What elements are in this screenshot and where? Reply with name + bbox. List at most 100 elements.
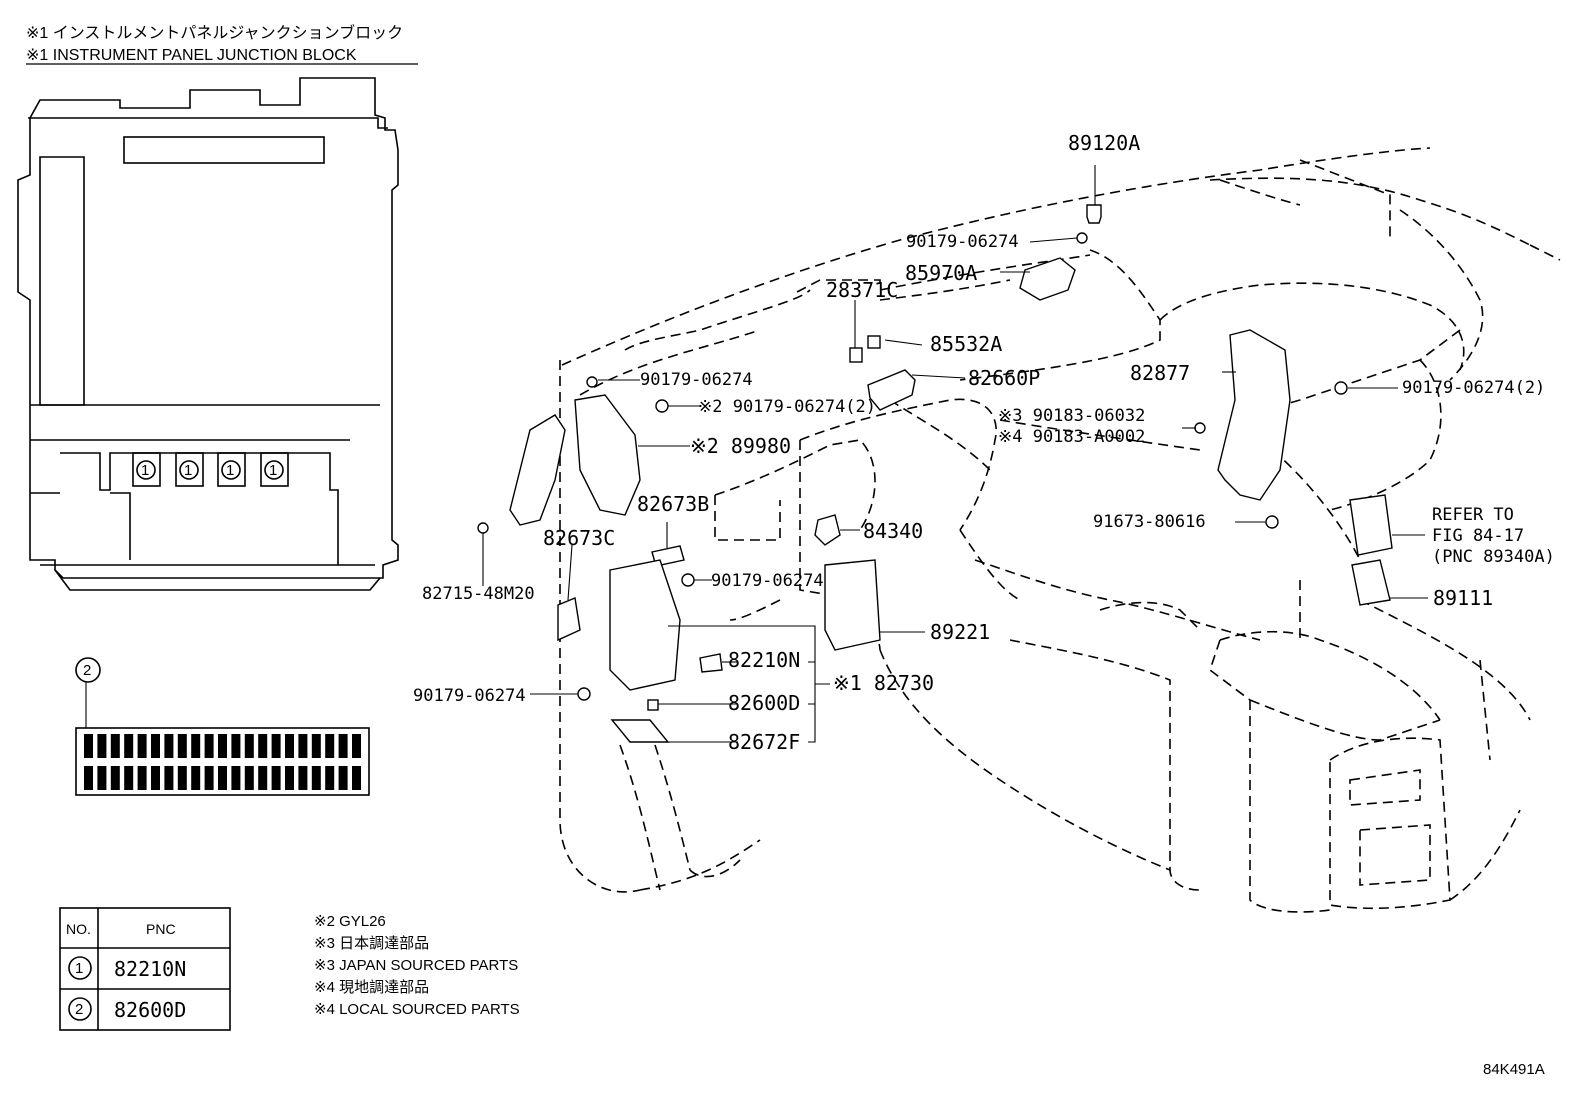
connector-pin bbox=[151, 734, 160, 758]
label-82715: 82715-48M20 bbox=[422, 584, 535, 604]
connector-pin bbox=[218, 766, 227, 790]
connector-pin bbox=[271, 734, 281, 758]
label-90179-left-top: 90179-06274 bbox=[640, 370, 753, 390]
connector-pin bbox=[231, 766, 241, 790]
connector-pin bbox=[311, 766, 321, 790]
label-90179-top: 90179-06274 bbox=[906, 232, 1019, 252]
connector-pin bbox=[204, 766, 214, 790]
label-refer-1: REFER TO bbox=[1432, 505, 1514, 525]
connector-pin bbox=[258, 734, 268, 758]
connector-pin bbox=[97, 766, 107, 790]
part-82730-shape bbox=[609, 559, 681, 691]
connector-pin bbox=[124, 766, 134, 790]
connector-pin bbox=[338, 766, 348, 790]
fuse-mark-3: 1 bbox=[226, 462, 234, 479]
connector-pin bbox=[137, 734, 147, 758]
label-84340: 84340 bbox=[863, 519, 923, 543]
part-89340A-shape bbox=[1349, 494, 1393, 556]
connector-pin bbox=[110, 766, 120, 790]
label-90179-mid: 90179-06274 bbox=[711, 571, 824, 591]
table-row1-pnc: 82210N bbox=[114, 957, 186, 981]
part-89111-shape bbox=[1351, 559, 1391, 606]
label-82672F: 82672F bbox=[728, 730, 800, 754]
label-82660P: 82660P bbox=[968, 366, 1040, 390]
figure-id: 84K491A bbox=[1483, 1061, 1545, 1078]
part-82673C-shape bbox=[557, 597, 581, 642]
label-85532A: 85532A bbox=[930, 332, 1002, 356]
connector-pin bbox=[352, 734, 361, 758]
connector-pin bbox=[298, 766, 308, 790]
footnotes: ※2 GYL26 ※3 日本調達部品 ※3 JAPAN SOURCED PART… bbox=[314, 913, 520, 1018]
table-header-no: NO. bbox=[66, 921, 91, 937]
label-90179-bottom: 90179-06274 bbox=[413, 686, 526, 706]
connector-pin bbox=[137, 766, 147, 790]
connector-pin bbox=[285, 766, 294, 790]
label-82730: ※1 82730 bbox=[833, 671, 934, 695]
connector-pin bbox=[177, 766, 187, 790]
connector-pin bbox=[204, 734, 214, 758]
part-85532A-shape bbox=[867, 335, 881, 349]
connector-pin bbox=[325, 734, 335, 758]
part-82660P-shape bbox=[867, 369, 916, 411]
connector-pin bbox=[151, 766, 160, 790]
label-89120A: 89120A bbox=[1068, 131, 1140, 155]
connector-pin bbox=[164, 766, 174, 790]
note-5: ※4 LOCAL SOURCED PARTS bbox=[314, 1001, 520, 1018]
connector-pin bbox=[285, 734, 294, 758]
connector-strip: 2 bbox=[75, 657, 370, 796]
part-82877-shape bbox=[1217, 329, 1291, 501]
pnc-table: NO. PNC 1 82210N 2 82600D bbox=[59, 907, 231, 1031]
part-82600D-shape bbox=[647, 699, 659, 711]
label-90183-06032: ※3 90183-06032 bbox=[998, 406, 1145, 426]
note-2: ※3 日本調達部品 bbox=[314, 935, 429, 952]
table-row2-no: 2 bbox=[75, 1001, 83, 1018]
label-89221: 89221 bbox=[930, 620, 990, 644]
part-82672F-shape bbox=[610, 719, 670, 743]
header-en: ※1 INSTRUMENT PANEL JUNCTION BLOCK bbox=[26, 47, 357, 64]
part-89120A-shape bbox=[1086, 204, 1102, 224]
connector-pin bbox=[325, 766, 335, 790]
label-28371C: 28371C bbox=[826, 278, 898, 302]
connector-pin bbox=[231, 734, 241, 758]
note-4: ※4 現地調達部品 bbox=[314, 979, 429, 996]
part-89221-shape bbox=[824, 559, 881, 651]
label-90179-right: 90179-06274(2) bbox=[1402, 378, 1545, 398]
label-82877: 82877 bbox=[1130, 361, 1190, 385]
connector-pin bbox=[311, 734, 321, 758]
table-row2-pnc: 82600D bbox=[114, 998, 186, 1022]
header-jp: ※1 インストルメントパネルジャンクションブロック bbox=[26, 23, 403, 42]
connector-pin bbox=[271, 766, 281, 790]
table-header-pnc: PNC bbox=[146, 921, 176, 937]
connector-pin bbox=[298, 734, 308, 758]
connector-pin bbox=[191, 734, 201, 758]
connector-pin bbox=[84, 734, 93, 758]
label-89980: ※2 89980 bbox=[690, 434, 791, 458]
connector-pin bbox=[97, 734, 107, 758]
label-refer-2: FIG 84-17 bbox=[1432, 526, 1524, 546]
connector-pin bbox=[164, 734, 174, 758]
part-28371C-shape bbox=[849, 347, 863, 363]
label-89111: 89111 bbox=[1433, 586, 1493, 610]
label-82673B: 82673B bbox=[637, 492, 709, 516]
connector-pin bbox=[218, 734, 227, 758]
label-82600D: 82600D bbox=[728, 691, 800, 715]
connector-pin bbox=[338, 734, 348, 758]
table-row1-no: 1 bbox=[75, 960, 83, 977]
part-84340-shape bbox=[814, 514, 841, 546]
connector-pin bbox=[124, 734, 134, 758]
fuse-mark-4: 1 bbox=[269, 462, 277, 479]
note-1: ※2 GYL26 bbox=[314, 913, 386, 930]
connector-pin bbox=[244, 766, 254, 790]
connector-pin bbox=[244, 734, 254, 758]
connector-pin bbox=[177, 734, 187, 758]
part-82210N-shape bbox=[699, 653, 723, 673]
junction-block-drawing: 1 1 1 1 bbox=[17, 77, 399, 591]
fuse-mark-2: 1 bbox=[184, 462, 192, 479]
label-91673: 91673-80616 bbox=[1093, 512, 1206, 532]
part-89980-shape bbox=[574, 394, 641, 516]
callout-labels: 89120A 90179-06274 85970A 28371C 85532A … bbox=[413, 131, 1555, 754]
part-85970A-shape bbox=[1019, 257, 1076, 301]
note-3: ※3 JAPAN SOURCED PARTS bbox=[314, 957, 518, 974]
fuse-mark-1: 1 bbox=[141, 462, 149, 479]
